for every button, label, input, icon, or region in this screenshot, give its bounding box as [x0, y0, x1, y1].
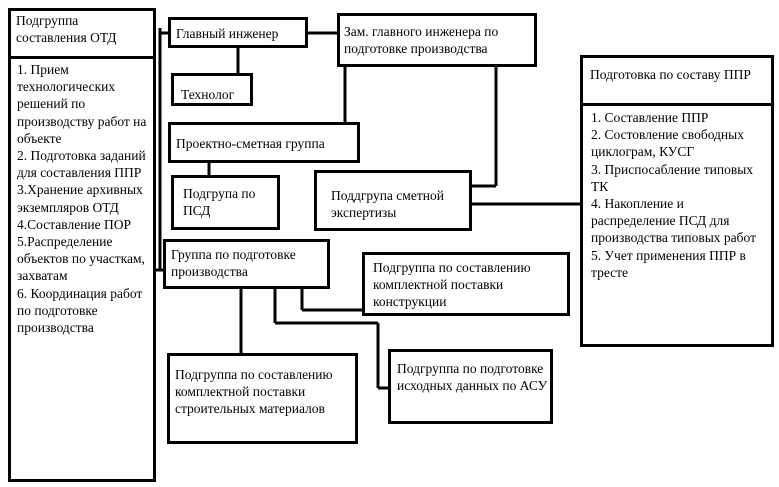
technologist-box	[171, 73, 253, 106]
ppr-prep-divider	[580, 103, 774, 106]
list-item: 2. Подготовка заданий для составления ПП…	[17, 148, 146, 181]
list-item: 4.Составление ПОР	[17, 216, 132, 232]
list-item: 3.Хранение архивных экземпляров ОТД	[17, 182, 143, 215]
production-prep-group-label: Группа по подготовке производства	[171, 247, 296, 279]
ppr-prep-items: 1. Составление ППР 2. Состовление свободн…	[591, 109, 769, 281]
materials-supply-subgroup-label: Подгруппа по составлению комплектной пос…	[175, 367, 333, 416]
list-item: 5. Учет применения ППР в тресте	[591, 247, 746, 280]
construction-supply-subgroup-label: Подгруппа по составлению комплектной пос…	[373, 260, 531, 309]
technologist-label: Технолог	[181, 87, 235, 102]
otd-group-items: 1. Прием технологических решений по прои…	[17, 61, 151, 336]
chief-engineer-box	[168, 17, 308, 48]
deputy-chief-engineer-box	[337, 13, 537, 67]
construction-supply-subgroup-box	[362, 252, 570, 316]
psd-subgroup-box	[171, 175, 280, 230]
materials-supply-subgroup-box	[167, 353, 358, 444]
list-item: 4. Накопление и распределение ПСД для пр…	[591, 196, 756, 246]
list-item: 2. Состовление свободных циклограм, КУСГ	[591, 127, 744, 160]
design-estimate-group-label: Проектно-сметная группа	[176, 136, 325, 151]
design-estimate-group-box	[168, 122, 360, 163]
asu-data-subgroup-box	[388, 349, 553, 424]
otd-group-box	[8, 8, 156, 482]
list-item: 1. Прием технологических решений по прои…	[17, 62, 147, 146]
list-item: 1. Составление ППР	[591, 110, 709, 125]
list-item: 6. Координация работ по подготовке произ…	[17, 285, 143, 336]
ppr-prep-title: Подготовка по составу ППР	[590, 67, 751, 82]
estimate-review-subgroup-box	[314, 170, 472, 231]
chief-engineer-label: Главный инженер	[176, 26, 279, 41]
asu-data-subgroup-label: Подгруппа по подготовке исходных данных …	[397, 361, 548, 393]
otd-group-title: Подгруппа составления ОТД	[16, 13, 117, 45]
deputy-chief-engineer-label: Зам. главного инженера по подготовке про…	[344, 24, 499, 56]
otd-group-divider	[8, 56, 156, 59]
psd-subgroup-label: Подгрупа по ПСД	[183, 186, 256, 218]
production-prep-group-box	[163, 239, 330, 289]
list-item: 3. Приспосабление типовых ТК	[591, 161, 754, 194]
list-item: 5.Распределение объектов по участкам, за…	[17, 234, 145, 284]
estimate-review-subgroup-label: Поддгрупа сметной экспертизы	[331, 188, 444, 220]
